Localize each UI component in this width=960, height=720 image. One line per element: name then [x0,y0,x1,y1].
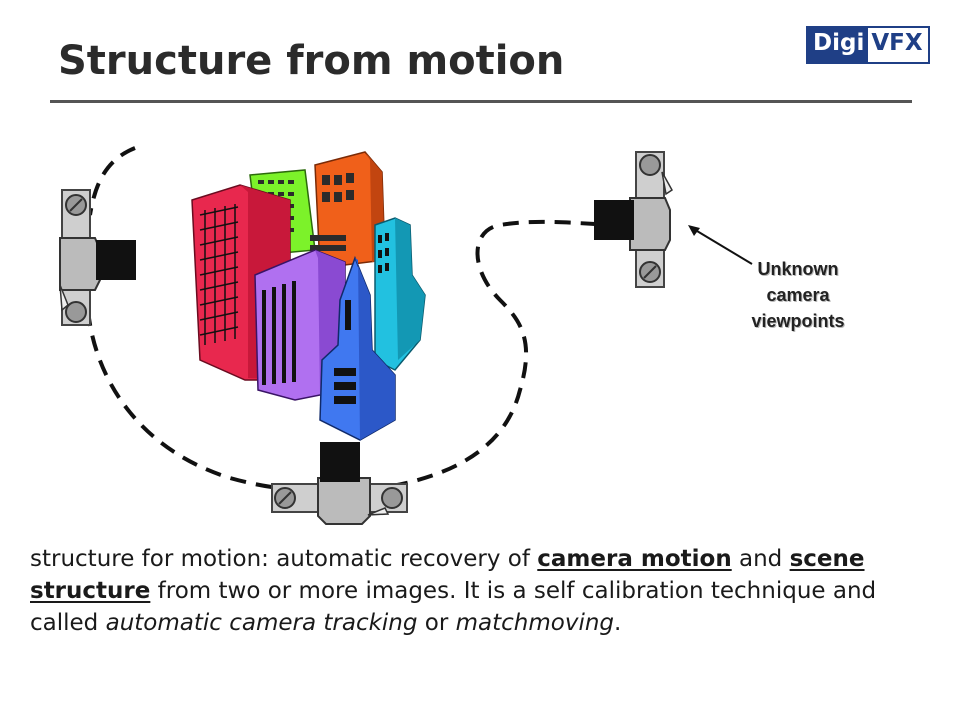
annotation-arrow [691,227,753,265]
body-text-7: or [417,610,456,636]
body-text-3: and [731,546,790,572]
term-scene-structure: scene structure [30,546,865,604]
camera-right-icon [594,151,673,288]
body-text-9: . [614,610,622,636]
camera-left-icon [59,189,136,326]
term-camera-motion: camera motion [537,546,732,572]
digivfx-logo: Digi VFX [806,26,930,64]
annotation-unknown-camera-viewpoints: Unknown camera viewpoints [728,256,868,334]
city-buildings-icon [191,151,426,441]
annotation-line-3: viewpoints [751,311,845,331]
camera-bottom-icon [271,442,408,525]
term-matchmoving: matchmoving [455,610,615,636]
body-text-1: structure for motion: automatic recovery… [30,546,538,572]
logo-part-vfx: VFX [868,28,928,62]
title-underline-rule [50,100,912,103]
page-title: Structure from motion [58,38,565,84]
annotation-line-1: Unknown [757,259,839,279]
annotation-line-2: camera [766,285,830,305]
logo-part-digi: Digi [808,28,869,62]
body-text-5: from two or more images. It is a self ca… [30,578,877,636]
term-automatic-camera-tracking: automatic camera tracking [105,610,418,636]
body-paragraph: structure for motion: automatic recovery… [30,543,930,639]
